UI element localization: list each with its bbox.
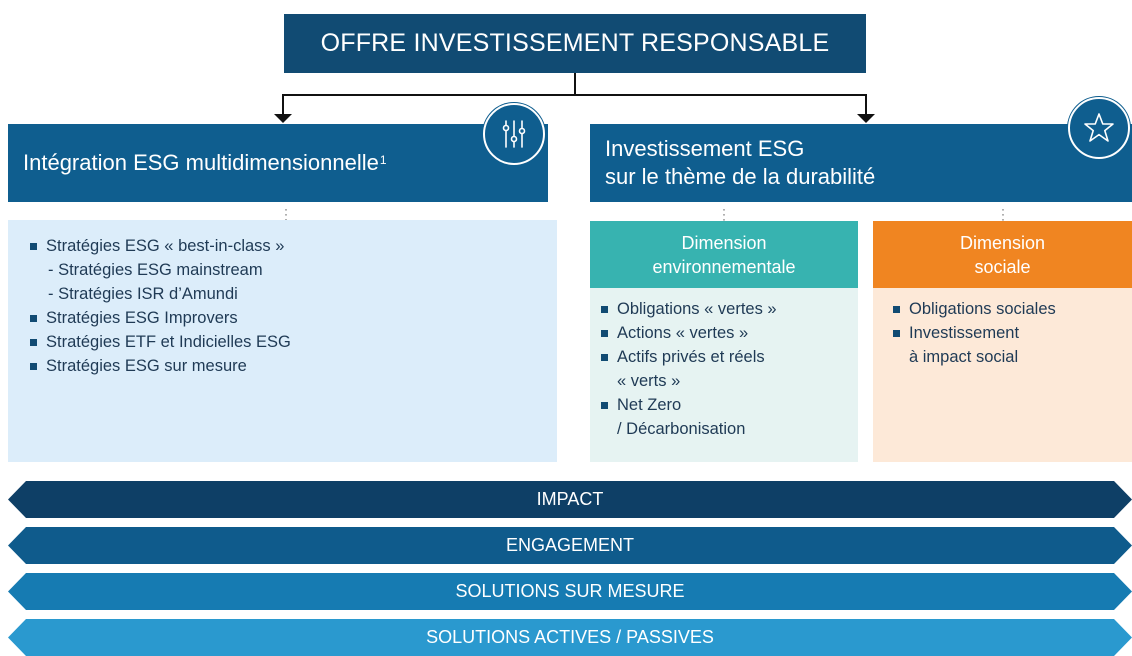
list-item-text: / Décarbonisation xyxy=(617,420,746,438)
list-item-text: Obligations « vertes » xyxy=(617,300,777,318)
banner-solutions-actives-passives: SOLUTIONS ACTIVES / PASSIVES xyxy=(8,619,1132,656)
dimension-env-line2: environnementale xyxy=(652,256,796,277)
dotted-connector-left: ··· xyxy=(284,202,288,226)
connector-bar xyxy=(282,94,867,96)
list-item-text: Obligations sociales xyxy=(909,300,1056,318)
list-item: Obligations « vertes » xyxy=(601,297,777,321)
dimension-env-line1: Dimension xyxy=(681,232,767,253)
list-subitem: - Stratégies ISR d’Amundi xyxy=(48,285,238,303)
list-item: Obligations sociales xyxy=(893,297,1056,321)
environment-list: Obligations « vertes » Actions « vertes … xyxy=(601,297,777,441)
connector-left-drop xyxy=(282,94,284,114)
list-item-text: Investissement xyxy=(909,324,1020,342)
list-item-text: à impact social xyxy=(909,348,1019,366)
list-item-text: Actions « vertes » xyxy=(617,324,749,342)
dotted-connector-soc: ··· xyxy=(1001,202,1005,226)
sliders-icon xyxy=(483,103,545,165)
banner-impact: IMPACT xyxy=(8,481,1132,518)
connector-stem xyxy=(574,73,576,95)
list-item: Stratégies ETF et Indicielles ESG xyxy=(30,330,291,354)
list-item: Actions « vertes » xyxy=(601,321,777,345)
banner-engagement: ENGAGEMENT xyxy=(8,527,1132,564)
list-item: Investissement à impact social xyxy=(893,321,1056,369)
social-content-panel xyxy=(873,288,1132,462)
list-item: Stratégies ESG Improvers xyxy=(30,306,291,330)
footnote-marker: 1 xyxy=(379,153,387,167)
page-title: OFFRE INVESTISSEMENT RESPONSABLE xyxy=(284,14,866,73)
list-item-text: Net Zero xyxy=(617,396,682,414)
arrow-left xyxy=(274,114,292,123)
list-item: Stratégies ESG sur mesure xyxy=(30,354,291,378)
list-item: Net Zero / Décarbonisation xyxy=(601,393,777,441)
list-item: Stratégies ESG « best-in-class » xyxy=(30,234,291,258)
integration-content-panel xyxy=(8,220,557,462)
environment-content-panel xyxy=(590,288,858,462)
star-icon xyxy=(1068,97,1130,159)
integration-strategies-list: Stratégies ESG « best-in-class » - Strat… xyxy=(30,234,291,378)
section-header-durabilite-line1: Investissement ESG xyxy=(605,136,805,161)
dimension-soc-line1: Dimension xyxy=(959,232,1046,253)
section-header-durabilite-line2: sur le thème de la durabilité xyxy=(605,164,876,189)
list-item-text: « verts » xyxy=(617,372,681,390)
dimension-environnementale-header: Dimension environnementale xyxy=(590,221,858,288)
connector-right-drop xyxy=(865,94,867,114)
list-item: Actifs privés et réels « verts » xyxy=(601,345,777,393)
list-subitem: - Stratégies ESG mainstream xyxy=(48,261,263,279)
arrow-right xyxy=(857,114,875,123)
social-list: Obligations sociales Investissement à imp… xyxy=(893,297,1056,369)
dimension-soc-line2: sociale xyxy=(974,256,1031,277)
section-header-integration-text: Intégration ESG multidimensionnelle xyxy=(23,150,379,175)
section-header-durabilite: Investissement ESG sur le thème de la du… xyxy=(590,124,1132,202)
dimension-sociale-header: Dimension sociale xyxy=(873,221,1132,288)
banner-solutions-sur-mesure: SOLUTIONS SUR MESURE xyxy=(8,573,1132,610)
dotted-connector-env: ··· xyxy=(722,202,726,226)
list-item-text: Actifs privés et réels xyxy=(617,348,765,366)
